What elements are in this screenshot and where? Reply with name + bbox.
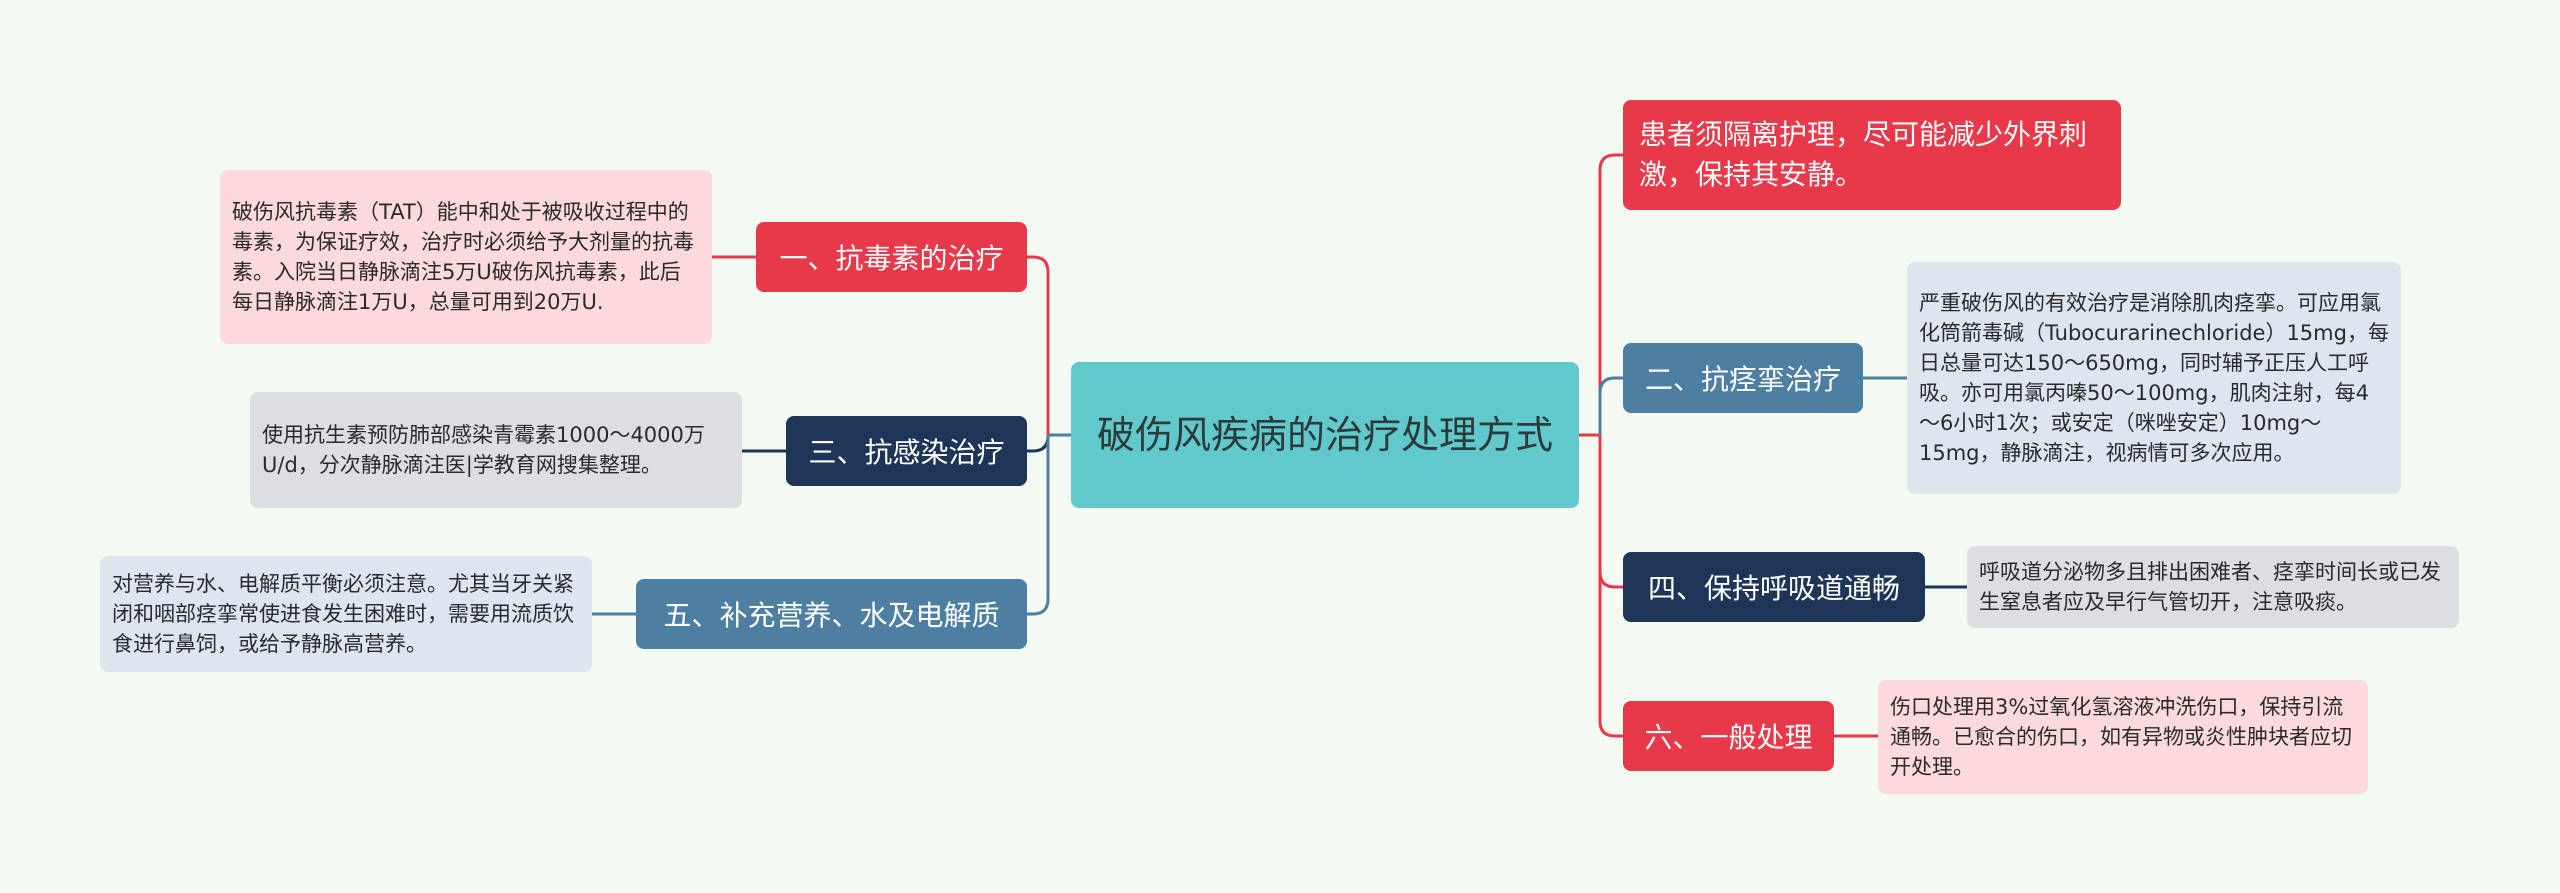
- topic-anti-infection-label: 三、抗感染治疗: [808, 436, 1005, 469]
- leaf-anti-infection-text: 使用抗生素预防肺部感染青霉素1000～4000万U/d，分次静脉滴注医|学教育网…: [262, 423, 705, 477]
- topic-isolation-care-label: 患者须隔离护理，尽可能减少外界刺激，保持其安静。: [1639, 118, 2088, 191]
- topic-airway-label: 四、保持呼吸道通畅: [1647, 572, 1900, 605]
- connector-left-t5: [1027, 435, 1050, 616]
- connector-left-t1: [1027, 255, 1050, 435]
- topic-nutrition[interactable]: 五、补充营养、水及电解质: [636, 579, 1027, 649]
- leaf-nutrition-detail[interactable]: 对营养与水、电解质平衡必须注意。尤其当牙关紧闭和咽部痉挛常使进食发生困难时，需要…: [100, 556, 592, 672]
- leaf-general-care-text: 伤口处理用3%过氧化氢溶液冲洗伤口，保持引流通畅。已愈合的伤口，如有异物或炎性肿…: [1890, 695, 2352, 779]
- central-topic-label: 破伤风疾病的治疗处理方式: [1096, 413, 1553, 457]
- connector-right-t2: [1598, 376, 1623, 435]
- topic-general-care[interactable]: 六、一般处理: [1623, 701, 1834, 771]
- leaf-anticonvulsant-text: 严重破伤风的有效治疗是消除肌肉痉挛。可应用氯化筒箭毒碱（Tubocurarine…: [1919, 291, 2389, 465]
- leaf-general-care-detail[interactable]: 伤口处理用3%过氧化氢溶液冲洗伤口，保持引流通畅。已愈合的伤口，如有异物或炎性肿…: [1878, 680, 2368, 794]
- topic-isolation-care[interactable]: 患者须隔离护理，尽可能减少外界刺激，保持其安静。: [1623, 100, 2121, 210]
- topic-airway[interactable]: 四、保持呼吸道通畅: [1623, 552, 1925, 622]
- leaf-airway-detail[interactable]: 呼吸道分泌物多且排出困难者、痉挛时间长或已发生窒息者应及早行气管切开，注意吸痰。: [1967, 546, 2459, 628]
- connector-right-t6: [1598, 435, 1623, 738]
- connector-right-t0: [1598, 153, 1623, 435]
- topic-general-care-label: 六、一般处理: [1644, 721, 1813, 754]
- leaf-antitoxin-text: 破伤风抗毒素（TAT）能中和处于被吸收过程中的毒素，为保证疗效，治疗时必须给予大…: [232, 200, 694, 314]
- topic-anti-infection[interactable]: 三、抗感染治疗: [786, 416, 1027, 486]
- topic-antitoxin-label: 一、抗毒素的治疗: [779, 242, 1004, 275]
- leaf-anticonvulsant-detail[interactable]: 严重破伤风的有效治疗是消除肌肉痉挛。可应用氯化筒箭毒碱（Tubocurarine…: [1907, 262, 2401, 494]
- connector-left-t3: [1027, 435, 1050, 453]
- leaf-airway-text: 呼吸道分泌物多且排出困难者、痉挛时间长或已发生窒息者应及早行气管切开，注意吸痰。: [1979, 560, 2441, 614]
- topic-anticonvulsant-label: 二、抗痉挛治疗: [1644, 363, 1841, 396]
- topic-nutrition-label: 五、补充营养、水及电解质: [663, 599, 1000, 632]
- topic-anticonvulsant[interactable]: 二、抗痉挛治疗: [1623, 343, 1863, 413]
- leaf-antitoxin-detail[interactable]: 破伤风抗毒素（TAT）能中和处于被吸收过程中的毒素，为保证疗效，治疗时必须给予大…: [220, 170, 712, 344]
- connector-right-t4: [1598, 435, 1623, 589]
- leaf-nutrition-text: 对营养与水、电解质平衡必须注意。尤其当牙关紧闭和咽部痉挛常使进食发生困难时，需要…: [112, 572, 574, 656]
- topic-antitoxin[interactable]: 一、抗毒素的治疗: [756, 222, 1027, 292]
- central-topic[interactable]: 破伤风疾病的治疗处理方式: [1071, 362, 1579, 508]
- leaf-anti-infection-detail[interactable]: 使用抗生素预防肺部感染青霉素1000～4000万U/d，分次静脉滴注医|学教育网…: [250, 392, 742, 508]
